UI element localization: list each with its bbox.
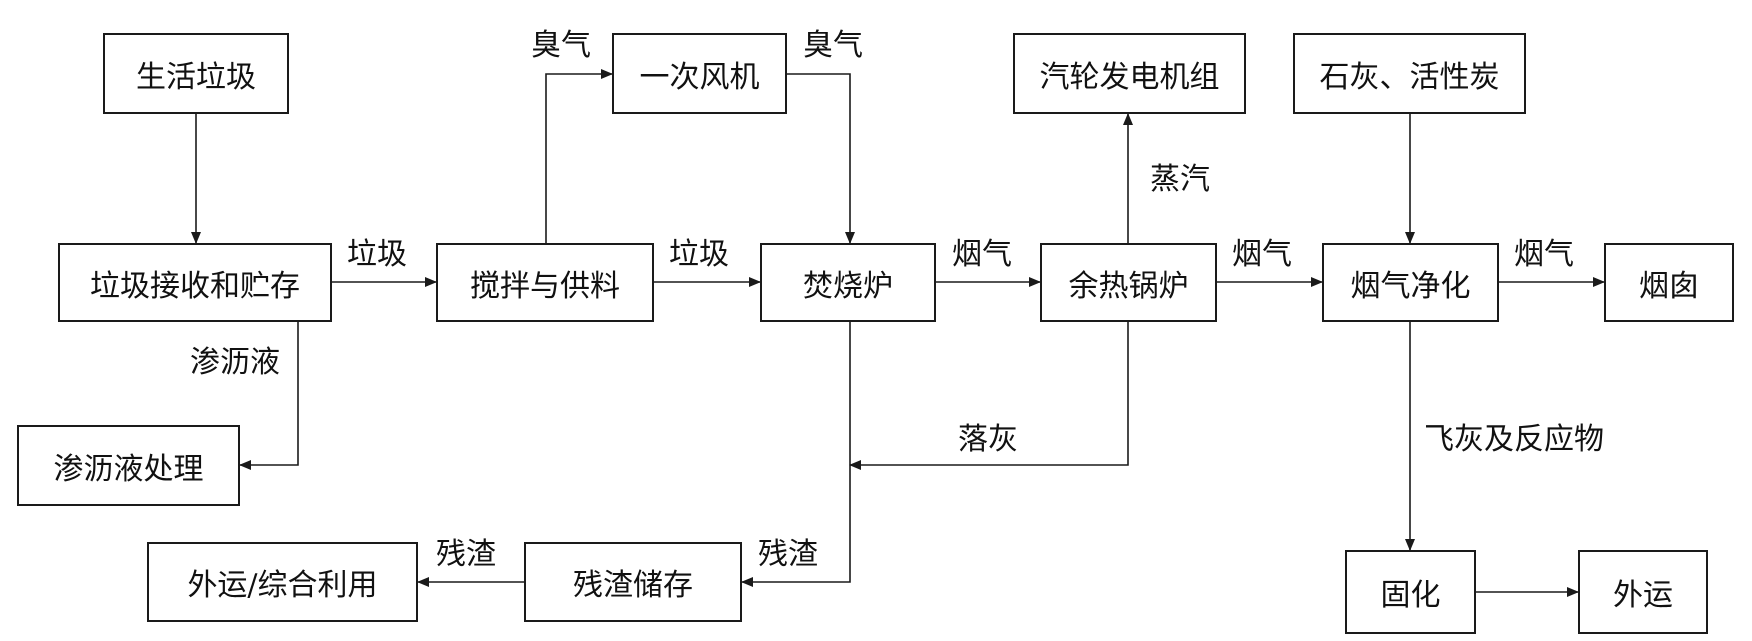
node-waste-heat-boiler: 余热锅炉 <box>1040 243 1217 322</box>
label-garbage-2: 垃圾 <box>669 237 729 272</box>
label-flue-gas-1: 烟气 <box>952 237 1012 272</box>
node-lime-carbon: 石灰、活性炭 <box>1293 33 1526 114</box>
arrow-residue-to-storage <box>741 322 851 587</box>
node-leachate-treatment: 渗沥液处理 <box>17 425 240 506</box>
label-odor-1: 臭气 <box>531 28 591 63</box>
label-falling-ash: 落灰 <box>958 422 1018 457</box>
label-odor-2: 臭气 <box>803 28 863 63</box>
arrow-odor-to-fan <box>545 69 613 243</box>
node-receive-store: 垃圾接收和贮存 <box>58 243 332 322</box>
label-garbage-1: 垃圾 <box>347 237 407 272</box>
node-residue-storage: 残渣储存 <box>524 542 742 622</box>
node-turbine-generator: 汽轮发电机组 <box>1013 33 1246 114</box>
label-residue-out: 残渣 <box>436 537 496 572</box>
node-residue-use: 外运/综合利用 <box>147 542 418 622</box>
label-flue-gas-2: 烟气 <box>1232 237 1292 272</box>
node-mix-feed: 搅拌与供料 <box>436 243 654 322</box>
arrow-fan-to-incinerator <box>787 73 855 244</box>
node-chimney: 烟囱 <box>1604 243 1734 322</box>
node-flue-gas-cleaning: 烟气净化 <box>1322 243 1499 322</box>
node-primary-fan: 一次风机 <box>612 33 787 114</box>
arrow-falling-ash <box>849 322 1129 470</box>
label-flue-gas-3: 烟气 <box>1514 237 1574 272</box>
label-steam: 蒸汽 <box>1150 162 1210 197</box>
label-leachate: 渗沥液 <box>190 345 280 380</box>
node-msw: 生活垃圾 <box>103 33 289 114</box>
node-transport-out: 外运 <box>1578 550 1708 634</box>
label-fly-ash: 飞灰及反应物 <box>1424 422 1604 457</box>
node-incinerator: 焚烧炉 <box>760 243 936 322</box>
node-solidification: 固化 <box>1345 550 1476 634</box>
arrow-leachate <box>239 322 299 470</box>
label-residue-in: 残渣 <box>758 537 818 572</box>
